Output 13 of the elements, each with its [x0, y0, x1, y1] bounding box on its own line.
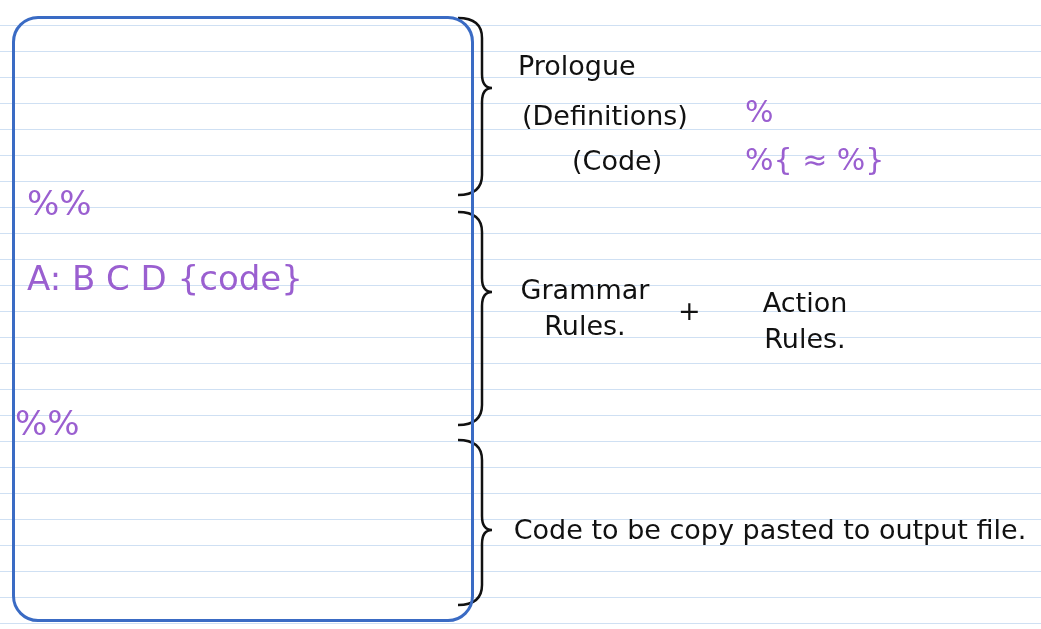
section-subtitle: (Code): [572, 145, 663, 177]
symbol-text: %{ ≈ %}: [745, 143, 885, 178]
section-title: Action Rules.: [761, 286, 849, 357]
plus-sign: +: [678, 295, 701, 327]
section-title: Code to be copy pasted to output file.: [512, 513, 1028, 547]
section-title: Prologue: [518, 50, 636, 82]
section-separator: %%: [27, 184, 92, 224]
rounded-box: [12, 16, 474, 622]
section-title: Grammar Rules.: [519, 273, 651, 344]
grammar-rule-text: A: B C D {code}: [27, 259, 303, 299]
section-separator: %%: [15, 404, 80, 444]
section-subtitle: (Definitions): [522, 100, 688, 132]
symbol-text: %: [745, 95, 774, 130]
